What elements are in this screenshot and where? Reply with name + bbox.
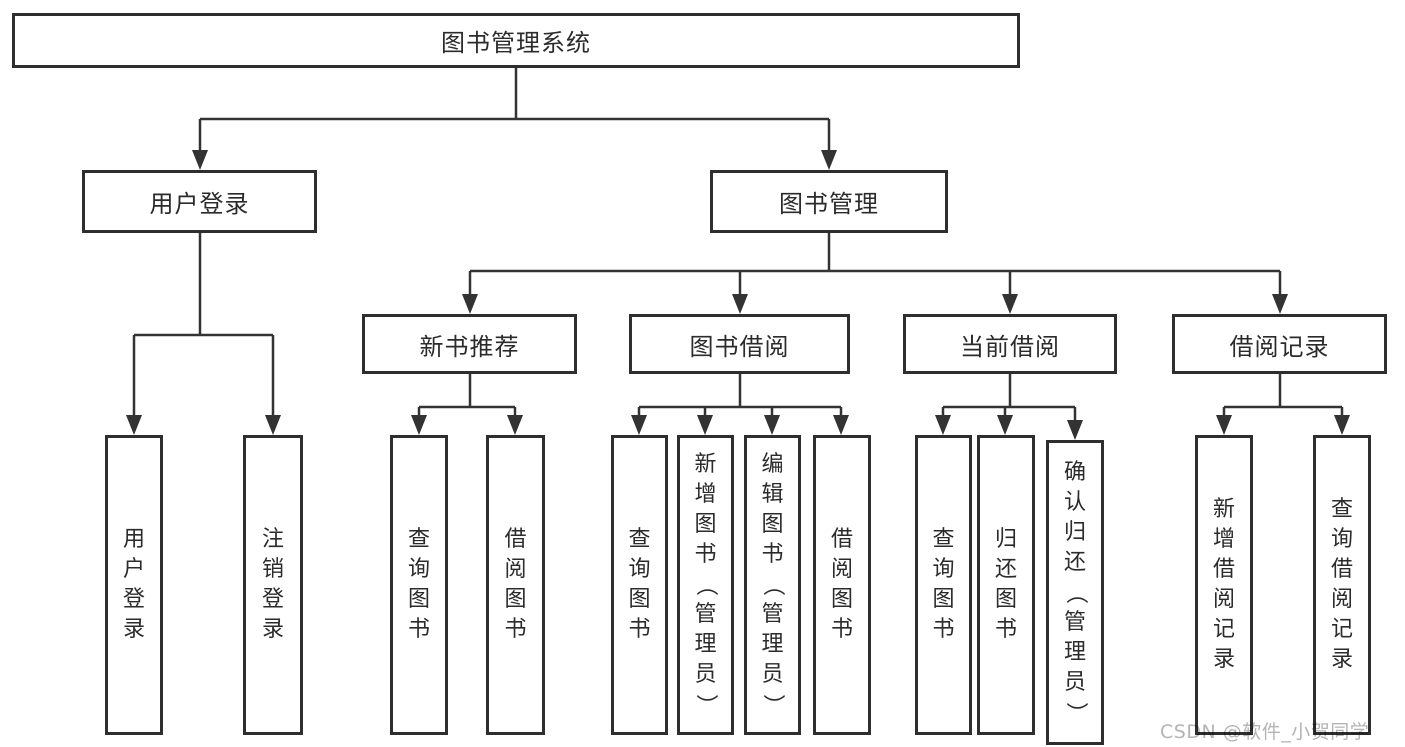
leaf-borrow-add-books-admin: 新增图书（管理员） <box>677 435 734 735</box>
arrow-icon <box>1002 294 1018 314</box>
node-root: 图书管理系统 <box>12 13 1020 68</box>
node-borrow-records: 借阅记录 <box>1172 314 1387 374</box>
leaf-current-return-books: 归还图书 <box>977 435 1035 735</box>
node-current-borrow: 当前借阅 <box>903 314 1117 374</box>
connector-root-to-level1 <box>198 68 831 152</box>
leaf-current-confirm-return-admin: 确认归还（管理员） <box>1046 440 1104 745</box>
leaf-borrow-edit-books-admin: 编辑图书（管理员） <box>744 435 801 735</box>
arrow-icon <box>411 415 427 435</box>
arrow-icon <box>1216 415 1232 435</box>
node-user-login: 用户登录 <box>82 170 317 233</box>
arrow-icon <box>1334 415 1350 435</box>
leaf-logout: 注销登录 <box>243 435 303 735</box>
node-new-book-recommend: 新书推荐 <box>362 314 577 374</box>
arrow-icon <box>631 415 647 435</box>
connector-user-login-to-leaves <box>132 233 275 417</box>
arrow-icon <box>1067 420 1083 440</box>
leaf-records-query-record: 查询借阅记录 <box>1313 435 1371 735</box>
arrow-icon <box>821 150 837 170</box>
leaf-newbooks-query-books: 查询图书 <box>390 435 448 735</box>
arrow-icon <box>265 415 281 435</box>
leaf-user-login: 用户登录 <box>105 435 163 735</box>
csdn-watermark: CSDN @软件_小贺同学 <box>1160 721 1370 743</box>
connector-new-book-to-leaves <box>417 374 517 417</box>
arrow-icon <box>507 415 523 435</box>
arrow-icon <box>732 294 748 314</box>
arrow-icon <box>192 150 208 170</box>
arrow-icon <box>833 415 849 435</box>
leaf-records-add-record: 新增借阅记录 <box>1195 435 1253 735</box>
leaf-newbooks-borrow-books: 借阅图书 <box>486 435 545 735</box>
leaf-borrow-query-books: 查询图书 <box>611 435 668 735</box>
arrow-icon <box>1272 294 1288 314</box>
arrow-icon <box>697 415 713 435</box>
arrowheads <box>126 150 1350 440</box>
arrow-icon <box>764 415 780 435</box>
leaf-current-query-books: 查询图书 <box>915 435 972 735</box>
leaf-borrow-borrow-books: 借阅图书 <box>813 435 871 735</box>
node-book-management: 图书管理 <box>710 170 948 233</box>
arrow-icon <box>997 415 1013 435</box>
arrow-icon <box>935 415 951 435</box>
node-book-borrow: 图书借阅 <box>629 314 850 374</box>
arrow-icon <box>462 294 478 314</box>
connector-current-borrow-to-leaves <box>941 374 1077 422</box>
connector-borrow-records-to-leaves <box>1222 374 1344 417</box>
arrow-icon <box>126 415 142 435</box>
connector-book-borrow-to-leaves <box>637 374 843 417</box>
connector-book-management-to-level2 <box>468 233 1282 296</box>
